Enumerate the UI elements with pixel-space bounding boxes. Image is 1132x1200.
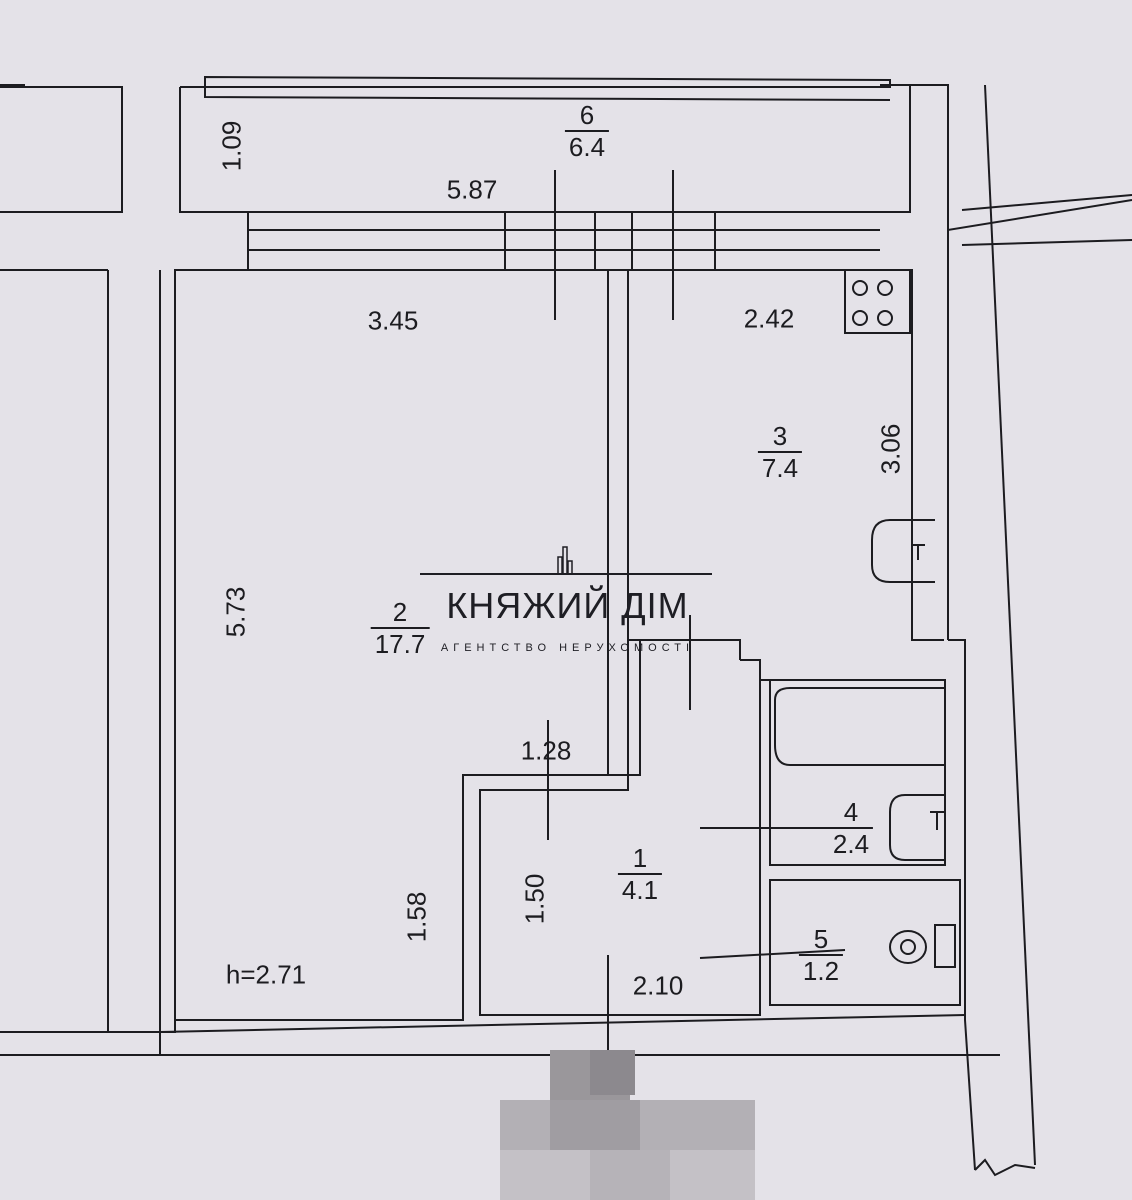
room-label-4: 4 2.4 bbox=[828, 797, 874, 859]
room-number: 1 bbox=[632, 843, 648, 873]
ceiling-height-label: h=2.71 bbox=[225, 959, 307, 990]
wall-left-column bbox=[107, 87, 249, 1033]
dimension-label: 3.45 bbox=[367, 305, 419, 336]
wall-right-outer bbox=[947, 85, 1132, 232]
room-1-outline bbox=[479, 640, 761, 1016]
room-number: 2 bbox=[392, 597, 408, 627]
toilet-icon bbox=[889, 930, 927, 964]
dimension-label: 3.06 bbox=[875, 423, 906, 475]
dimension-label: 2.42 bbox=[743, 303, 795, 334]
room-number: 6 bbox=[579, 100, 595, 130]
room-3-outline bbox=[628, 269, 944, 641]
room-number: 5 bbox=[813, 924, 829, 954]
bathroom-sink-icon bbox=[889, 794, 945, 861]
room-5-outline bbox=[769, 879, 961, 1006]
building-logo-icon bbox=[557, 546, 573, 575]
room-area: 7.4 bbox=[757, 451, 803, 483]
dimension-label: 5.87 bbox=[446, 174, 498, 205]
watermark-subtitle: АГЕНТСТВО НЕРУХОМОСТІ bbox=[440, 642, 695, 654]
room-label-3: 3 7.4 bbox=[757, 421, 803, 483]
dimension-label: 1.09 bbox=[216, 120, 247, 172]
kitchen-sink-icon bbox=[871, 519, 935, 583]
window-frame bbox=[248, 170, 880, 320]
watermark-title: КНЯЖИЙ ДІМ bbox=[446, 585, 689, 626]
room-number: 3 bbox=[772, 421, 788, 451]
room-area: 4.1 bbox=[617, 873, 663, 905]
room-area: 17.7 bbox=[370, 627, 430, 659]
dimension-label: 5.73 bbox=[220, 586, 251, 638]
dimension-label: 1.28 bbox=[520, 735, 572, 766]
room-area: 2.4 bbox=[828, 827, 874, 859]
dimension-label: 2.10 bbox=[632, 970, 684, 1001]
watermark-rule bbox=[420, 573, 712, 575]
room-number: 4 bbox=[843, 797, 859, 827]
bathtub-icon bbox=[774, 687, 945, 766]
room-label-6: 6 6.4 bbox=[564, 100, 610, 162]
room-area: 1.2 bbox=[798, 954, 844, 986]
dimension-label: 1.58 bbox=[401, 891, 432, 943]
room-area: 6.4 bbox=[564, 130, 610, 162]
dimension-label: 1.50 bbox=[519, 873, 550, 925]
pixelated-redaction bbox=[500, 1050, 755, 1200]
stove-icon bbox=[844, 269, 911, 334]
room-label-1: 1 4.1 bbox=[617, 843, 663, 905]
balcony-outline bbox=[180, 75, 891, 101]
room-4-outline bbox=[760, 679, 946, 866]
room-label-5: 5 1.2 bbox=[798, 924, 844, 986]
room-label-2: 2 17.7 bbox=[370, 597, 430, 659]
wall-top-outer bbox=[0, 86, 123, 213]
agency-watermark: КНЯЖИЙ ДІМ АГЕНТСТВО НЕРУХОМОСТІ bbox=[420, 545, 720, 655]
